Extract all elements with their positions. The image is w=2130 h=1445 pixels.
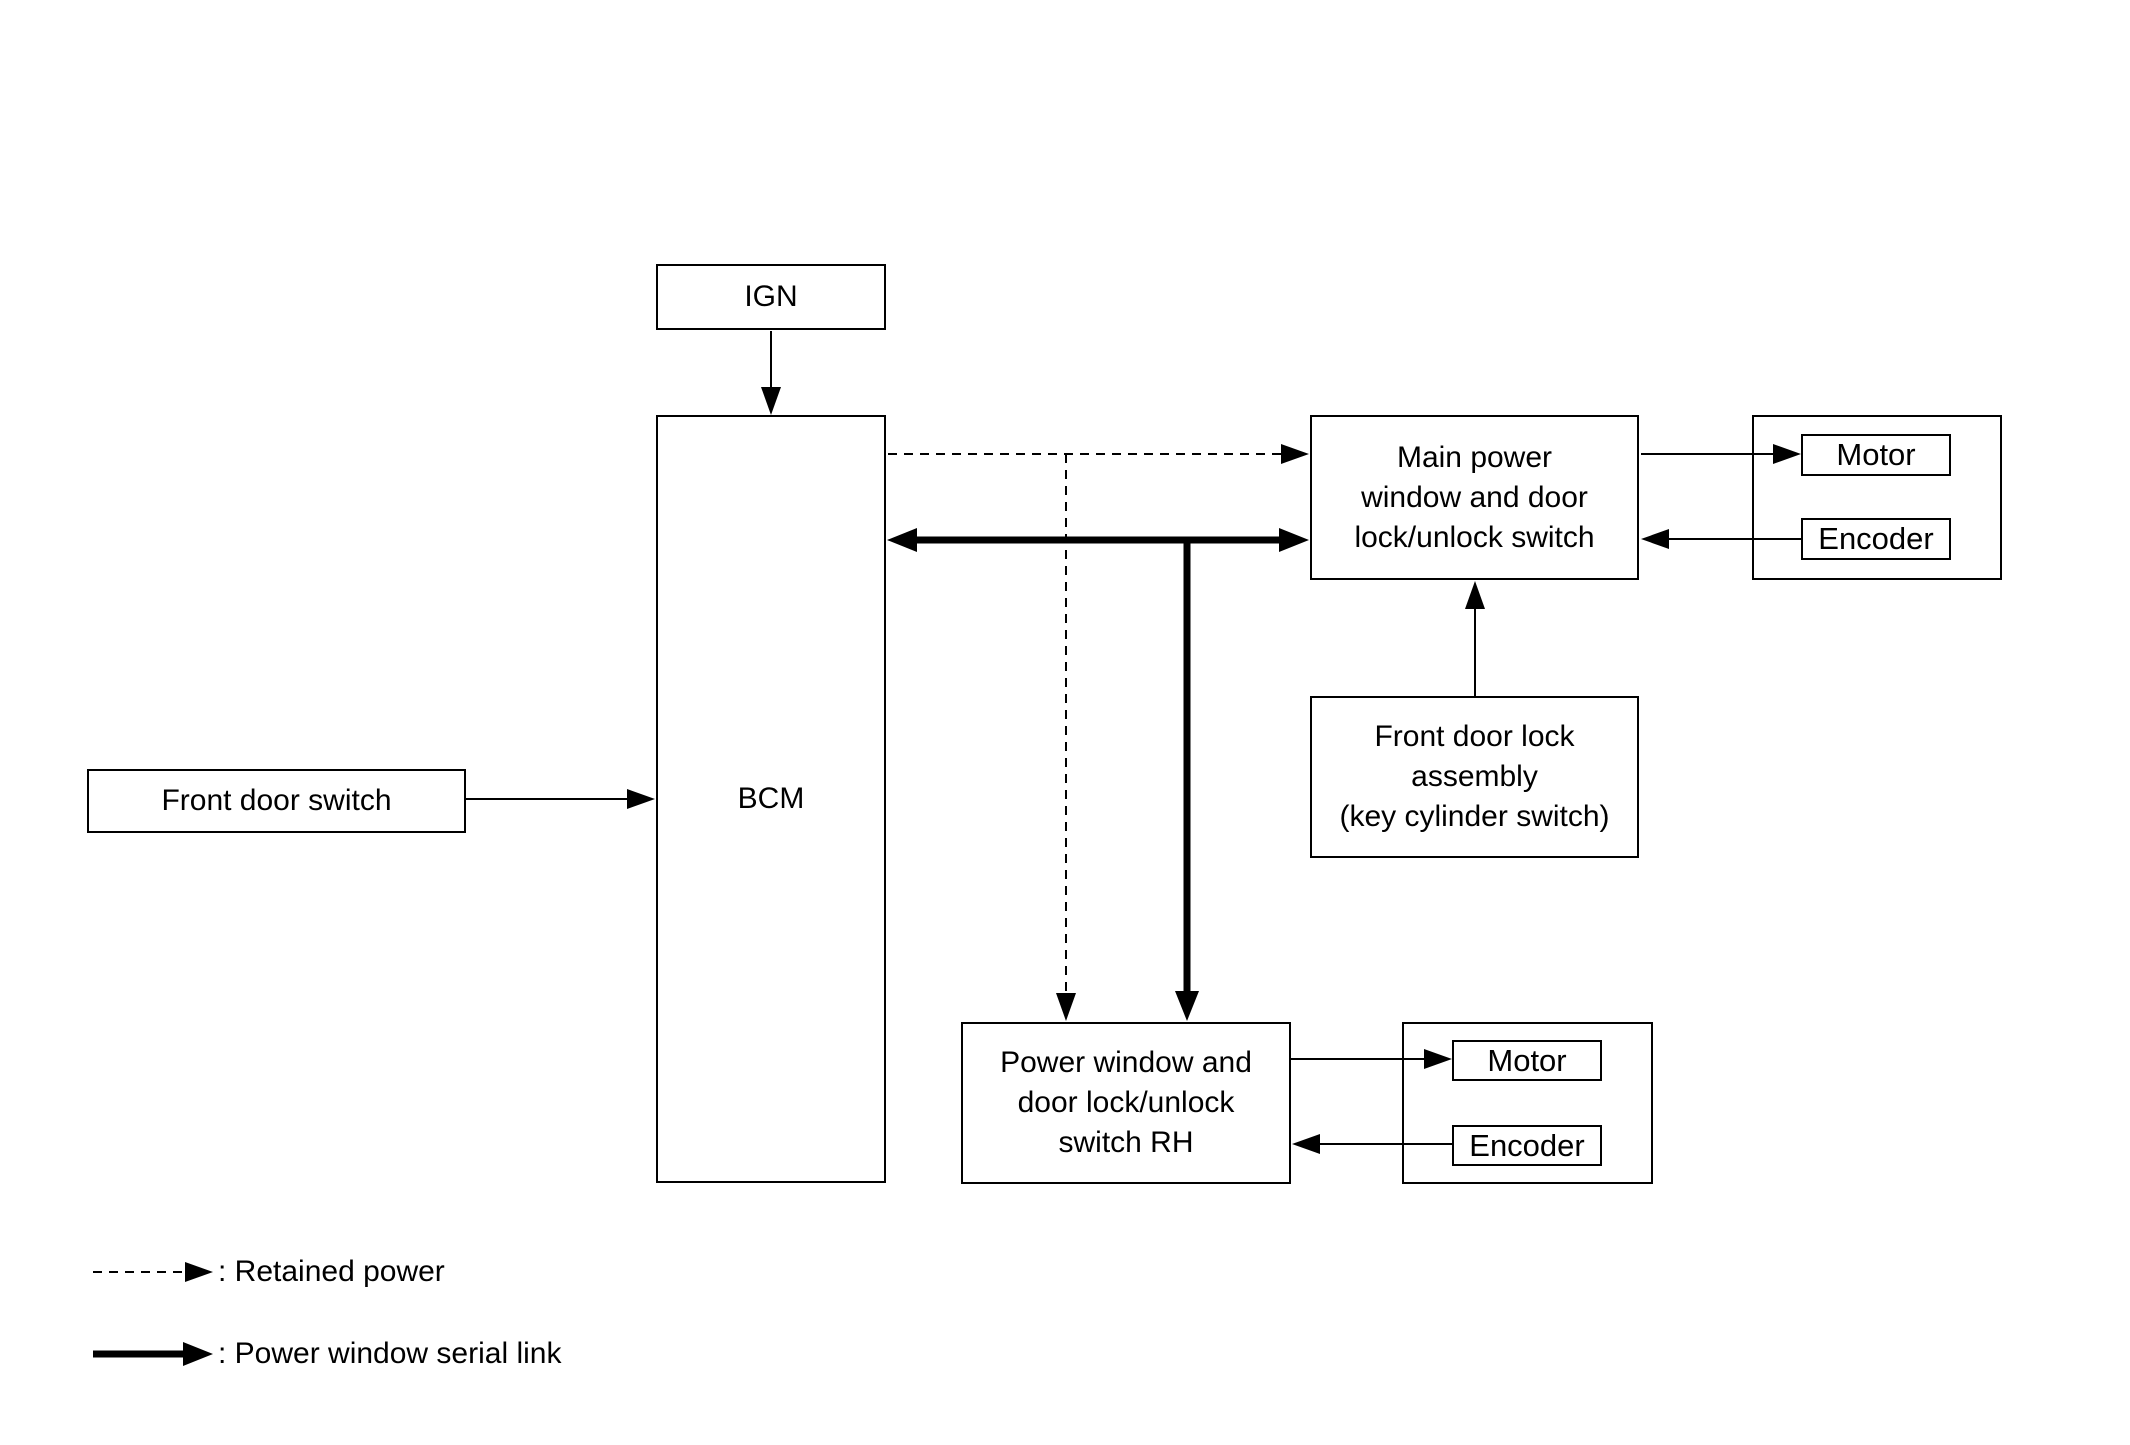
arrowhead	[627, 789, 655, 809]
arrowhead	[761, 387, 781, 415]
front-door-switch-label: Front door switch	[161, 784, 392, 817]
ign-box: IGN	[656, 264, 886, 330]
rh-switch-label-line: door lock/unlock	[1017, 1086, 1235, 1119]
arrowhead	[1175, 991, 1199, 1021]
main-switch-label-line: window and door	[1361, 480, 1588, 514]
arrowhead	[1279, 528, 1309, 552]
serial-link-bcm-main-switch-arrow	[887, 528, 1309, 552]
motor-label: Motor	[1487, 1042, 1567, 1078]
retained-power-to-main-switch-arrow	[888, 444, 1309, 464]
legend-retained-power-symbol	[93, 1262, 213, 1282]
legend-serial-link-symbol	[93, 1342, 213, 1366]
arrowhead	[185, 1262, 213, 1282]
main-power-window-switch-box: Main power window and door lock/unlock s…	[1310, 415, 1639, 580]
ign-to-bcm-arrow	[761, 331, 781, 415]
arrowhead	[1292, 1134, 1320, 1154]
front-door-lock-label-line: (key cylinder switch)	[1339, 800, 1610, 833]
arrowhead	[1641, 529, 1669, 549]
encoder-to-main-switch-arrow	[1641, 529, 1801, 549]
bcm-label: BCM	[737, 782, 805, 815]
main-switch-label-line: Main power	[1396, 440, 1553, 474]
main-motor-box: Motor	[1801, 434, 1951, 476]
legend-serial-link-label: : Power window serial link	[218, 1337, 562, 1370]
rh-switch-label-line: switch RH	[1058, 1126, 1194, 1159]
rh-motor-box: Motor	[1452, 1040, 1602, 1081]
front-door-lock-label-line: Front door lock	[1374, 720, 1575, 753]
arrowhead	[1281, 444, 1309, 464]
legend-retained-power-label: : Retained power	[218, 1255, 445, 1288]
retained-power-to-rh-switch-arrow	[1056, 454, 1076, 1021]
rh-power-window-switch-box: Power window and door lock/unlock switch…	[961, 1022, 1291, 1184]
encoder-label: Encoder	[1469, 1127, 1585, 1163]
arrowhead	[1056, 993, 1076, 1021]
arrowhead	[887, 528, 917, 552]
arrowhead	[1424, 1049, 1452, 1069]
main-encoder-box: Encoder	[1801, 518, 1951, 560]
arrowhead	[1773, 444, 1801, 464]
front-door-lock-to-main-switch-arrow	[1465, 581, 1485, 696]
ign-label: IGN	[744, 280, 798, 313]
main-switch-label-line: lock/unlock switch	[1354, 520, 1595, 554]
arrowhead	[183, 1342, 213, 1366]
encoder-label: Encoder	[1818, 521, 1934, 556]
front-door-switch-box: Front door switch	[87, 769, 466, 833]
arrowhead	[1465, 581, 1485, 609]
encoder-to-rh-switch-arrow	[1292, 1134, 1452, 1154]
front-door-lock-label-line: assembly	[1411, 760, 1538, 793]
rh-encoder-box: Encoder	[1452, 1125, 1602, 1166]
front-door-lock-assembly-box: Front door lock assembly (key cylinder s…	[1310, 696, 1639, 858]
serial-link-to-rh-switch-arrow	[1175, 537, 1199, 1021]
motor-label: Motor	[1836, 437, 1916, 472]
bcm-box: BCM	[656, 415, 886, 1183]
rh-switch-label-line: Power window and	[1000, 1046, 1252, 1079]
front-door-switch-to-bcm-arrow	[466, 789, 655, 809]
main-actuator-group: Motor Encoder	[1752, 415, 2002, 580]
rh-actuator-group: Motor Encoder	[1402, 1022, 1653, 1184]
